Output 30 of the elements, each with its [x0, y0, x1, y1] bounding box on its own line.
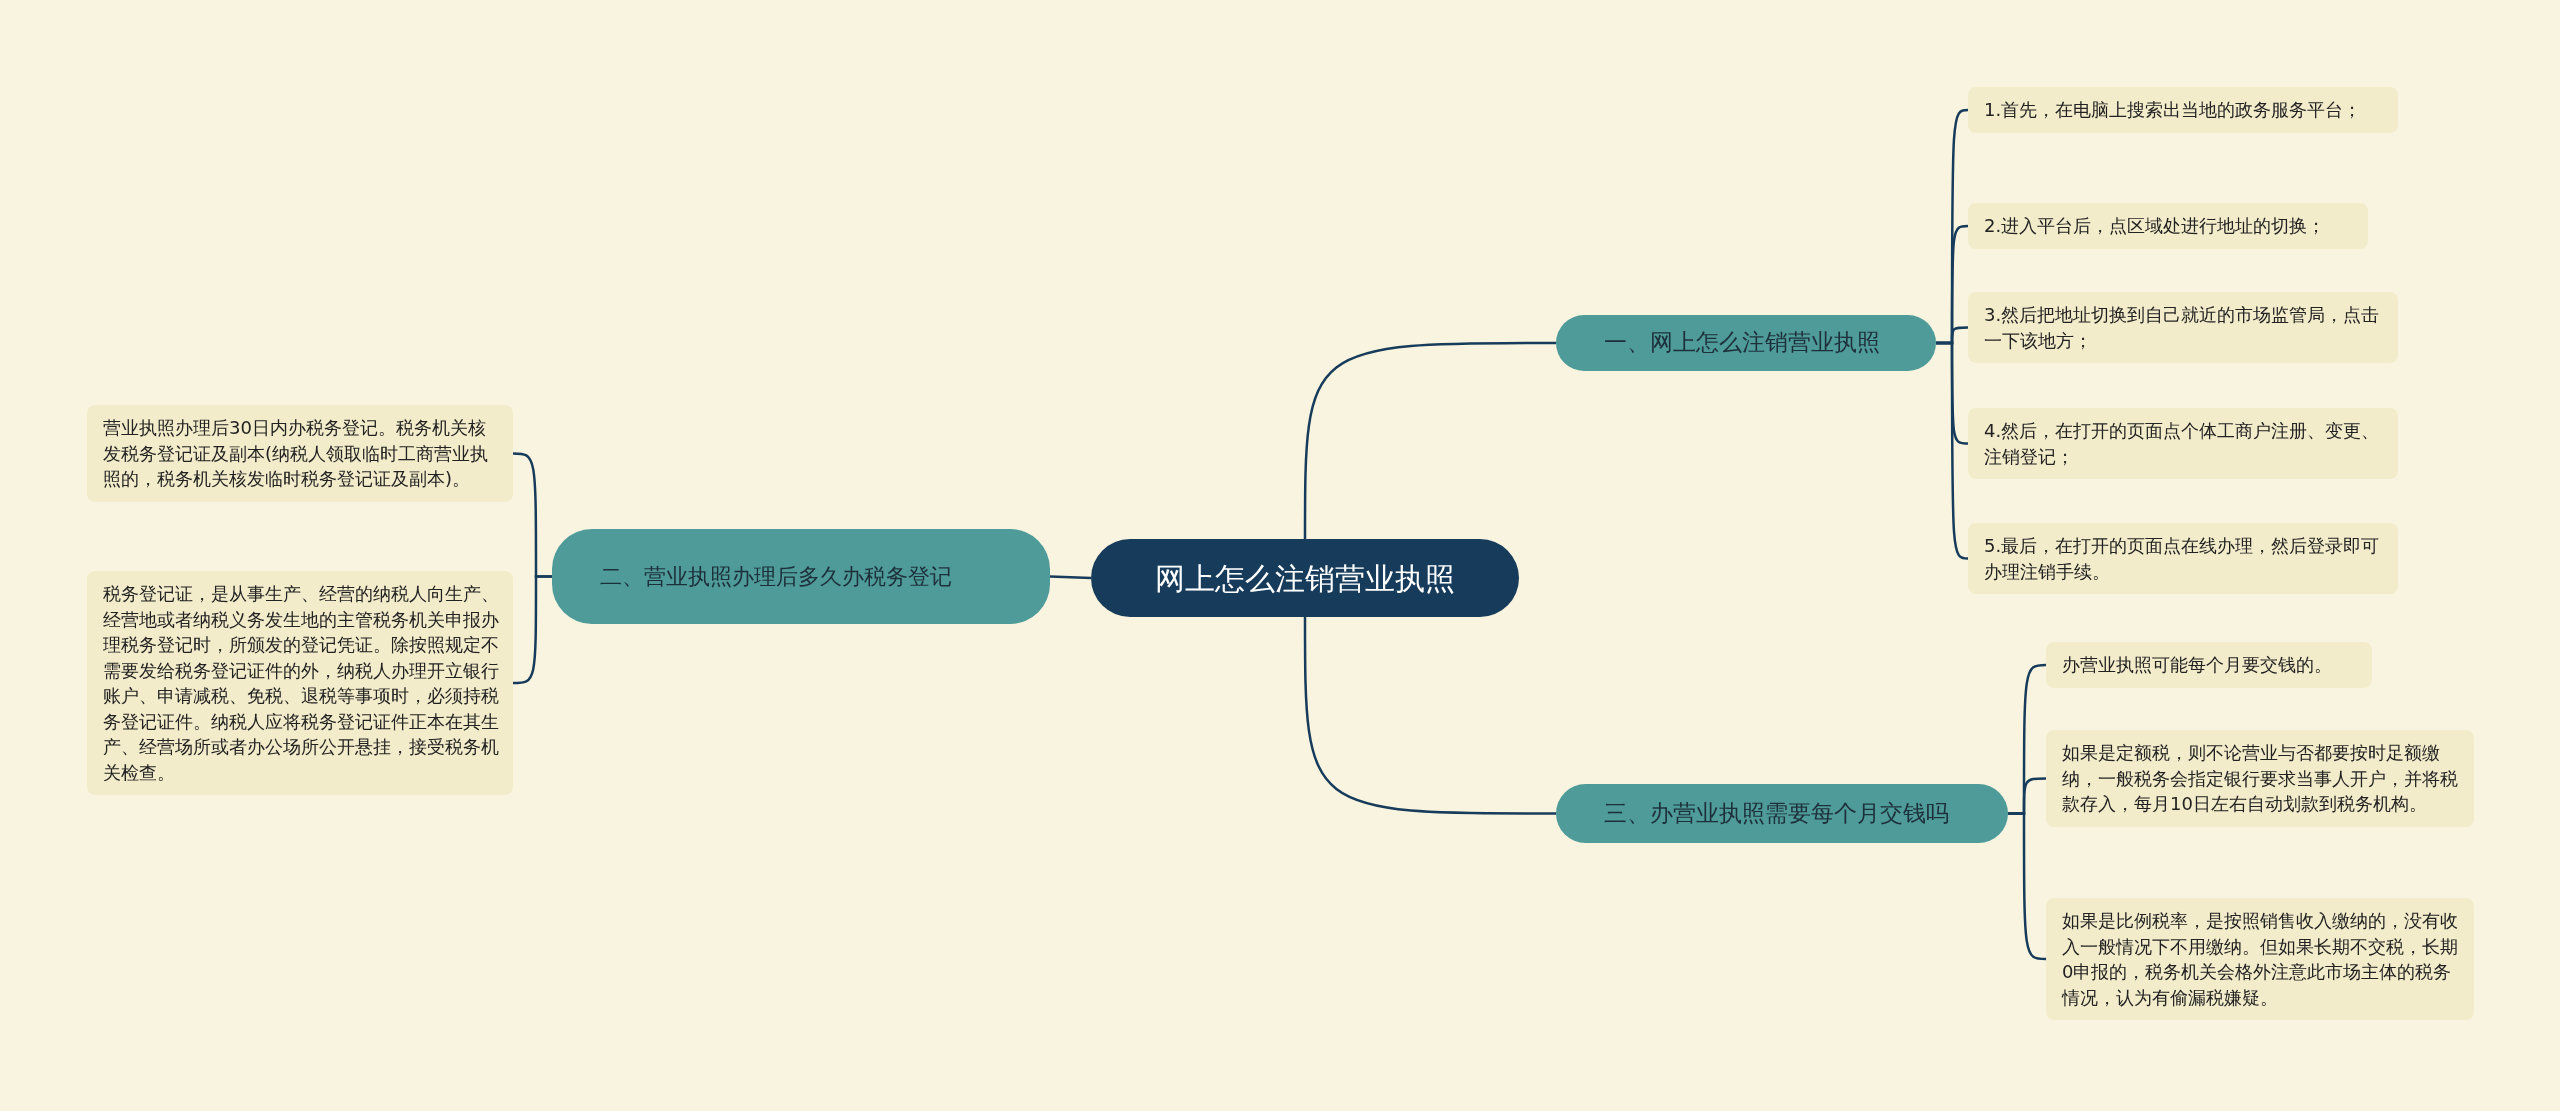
node-text: 办营业执照可能每个月要交钱的。: [2062, 654, 2332, 675]
branch-topic: [552, 529, 1050, 624]
node-text: 一、网上怎么注销营业执照: [1604, 328, 1880, 358]
connector-line: [1303, 617, 1556, 815]
leaf-topic: [1968, 203, 2368, 249]
leaf-topic: [87, 405, 513, 502]
leaf-topic: [2046, 898, 2474, 1021]
node-text: 2.进入平台后，点区域处进行地址的切换；: [1984, 215, 2326, 236]
leaf-topic: [2046, 730, 2474, 827]
node-text: 二、营业执照办理后多久办税务登记: [600, 562, 952, 591]
leaf-topic: [87, 571, 513, 796]
leaf-topic: [2046, 642, 2372, 688]
node-text: 4.然后，在打开的页面点个体工商户注册、变更、注销登记；: [1984, 420, 2380, 467]
node-text: 如果是比例税率，是按照销售收入缴纳的，没有收入一般情况下不用缴纳。但如果长期不交税，长期0申报的，税务机关会格外注意此市场主体的税务情况，认为有偷漏税嫌疑。: [2062, 910, 2458, 1008]
node-text: 三、办营业执照需要每个月交钱吗: [1604, 798, 1949, 828]
node-text: 5.最后，在打开的页面点在线办理，然后登录即可办理注销手续。: [1984, 535, 2380, 582]
node-text: 营业执照办理后30日内办税务登记。税务机关核发税务登记证及副本(纳税人领取临时工商营业执照的，税务机关核发临时税务登记证及副本)。: [103, 417, 489, 490]
branch-topic: [1556, 315, 1936, 371]
node-text: 3.然后把地址切换到自己就近的市场监管局，点击一下该地方；: [1984, 304, 2380, 351]
node-text: 网上怎么注销营业执照: [1155, 559, 1455, 598]
leaf-topic: [1968, 523, 2398, 595]
connector-line: [1049, 575, 1092, 580]
node-text: 1.首先，在电脑上搜索出当地的政务服务平台；: [1984, 99, 2362, 120]
node-text: 税务登记证，是从事生产、经营的纳税人向生产、经营地或者纳税义务发生地的主管税务机关申报办理税务登记时，所颁发的登记凭证。除按照规定不需要发给税务登记证件的外，纳税人办理开立银行账户、申请减税、免税、退税等事项时，必须持税务登记证件。纳税人应将税务登记证件正本在其生产、经营场所或者办公场所公开悬挂，接受税务机关检查。: [103, 583, 499, 783]
leaf-topic: [1968, 292, 2398, 364]
leaf-topic: [1968, 87, 2398, 133]
connector-line: [1303, 341, 1556, 539]
connector-line: [1936, 341, 1969, 560]
leaf-topic: [1968, 408, 2398, 480]
node-text: 如果是定额税，则不论营业与否都要按时足额缴纳，一般税务会指定银行要求当事人开户，并将税款存入，每月10日左右自动划款到税务机构。: [2062, 742, 2458, 815]
